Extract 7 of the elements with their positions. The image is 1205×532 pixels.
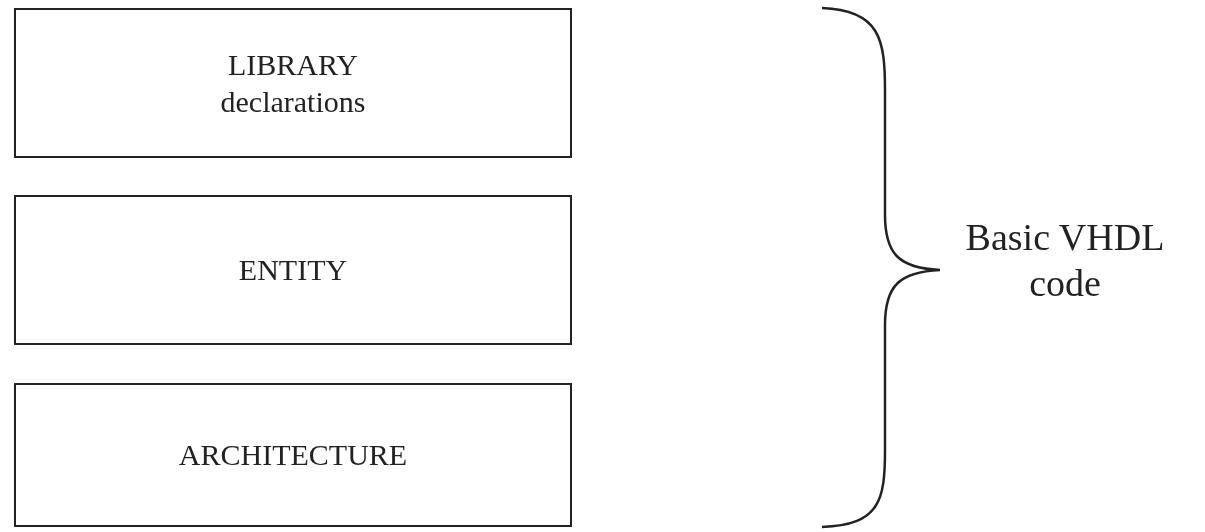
process-box: [14, 195, 572, 345]
brace-label: Basic VHDL code: [964, 215, 1166, 306]
process-box: [14, 383, 572, 527]
box-label: ARCHITECTURE: [178, 437, 408, 474]
box-label: LIBRARY declarations: [219, 46, 367, 120]
process-box: [14, 8, 572, 158]
box-label: ENTITY: [238, 252, 348, 289]
